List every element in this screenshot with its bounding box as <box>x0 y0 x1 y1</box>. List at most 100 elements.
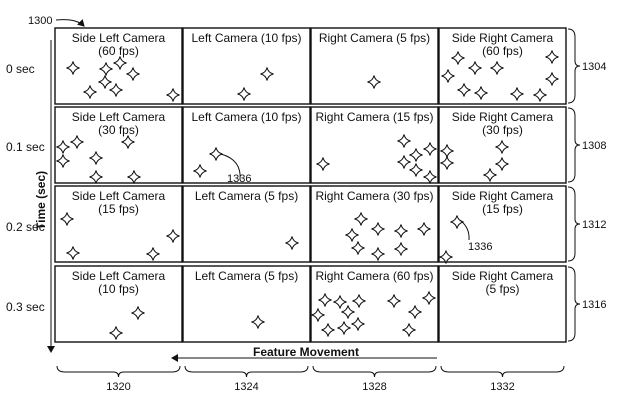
row-brace <box>567 266 581 342</box>
feature-point-icon <box>397 134 411 148</box>
feature-points <box>56 50 559 340</box>
feature-point-icon <box>345 228 359 242</box>
camera-frame-rate: (10 fps) <box>98 282 139 296</box>
feature-point-icon <box>321 323 335 337</box>
feature-point-icon <box>60 212 74 226</box>
feature-callout-line <box>459 219 470 241</box>
feature-point-icon <box>131 306 145 320</box>
feature-point-icon <box>417 222 431 236</box>
feature-point-icon <box>341 305 355 319</box>
feature-point-icon <box>495 140 509 154</box>
camera-cell <box>310 27 439 105</box>
feature-ref-label: 1336 <box>227 173 251 185</box>
row-brace <box>567 107 581 183</box>
camera-title: Side Right Camera <box>452 31 554 45</box>
camera-title: Left Camera (10 fps) <box>191 110 301 124</box>
feature-point-icon <box>237 87 251 101</box>
camera-title: Right Camera (15 fps) <box>315 110 433 124</box>
feature-point-icon <box>441 69 455 83</box>
row-ref-label: 1316 <box>582 299 606 311</box>
feature-point-icon <box>367 75 381 89</box>
feature-point-icon <box>66 246 80 260</box>
feature-point-icon <box>351 317 365 331</box>
feature-point-icon <box>545 72 559 86</box>
feature-point-icon <box>285 236 299 250</box>
feature-point-icon <box>337 321 351 335</box>
feature-point-icon <box>533 88 547 102</box>
feature-point-icon <box>439 250 453 264</box>
feature-point-icon <box>423 170 437 184</box>
camera-cell <box>54 265 183 343</box>
camera-cell <box>182 265 311 343</box>
column-brace <box>440 365 565 378</box>
camera-frame-rate: (30 fps) <box>98 123 139 137</box>
camera-title: Left Camera (5 fps) <box>195 269 298 283</box>
feature-point-icon <box>109 326 123 340</box>
camera-cell <box>438 265 567 343</box>
column-ref-label: 1332 <box>490 381 514 393</box>
column-ref-label: 1328 <box>362 381 386 393</box>
row-ref-label: 1304 <box>582 61 606 73</box>
feature-point-icon <box>490 61 504 75</box>
feature-callouts: 1336 1336 <box>220 153 492 253</box>
camera-title: Side Left Camera <box>72 31 166 45</box>
feature-point-icon <box>394 242 408 256</box>
feature-point-icon <box>440 156 454 170</box>
camera-title: Right Camera (60 fps) <box>315 269 433 283</box>
time-axis-label: Time (sec) <box>34 171 48 230</box>
camera-title: Right Camera (30 fps) <box>315 189 433 203</box>
camera-frame-rate: (60 fps) <box>98 44 139 58</box>
feature-point-icon <box>260 67 274 81</box>
feature-point-icon <box>545 50 559 64</box>
figure-ref-label: 1300 <box>28 15 52 27</box>
camera-title: Left Camera (5 fps) <box>195 189 298 203</box>
feature-point-icon <box>423 142 437 156</box>
feature-point-icon <box>121 135 135 149</box>
camera-title: Side Right Camera <box>452 189 554 203</box>
row-ref-label: 1312 <box>582 219 606 231</box>
camera-frame-rate: (5 fps) <box>485 282 519 296</box>
feature-ref-label: 1336 <box>468 241 492 253</box>
feature-point-icon <box>146 247 160 261</box>
feature-point-icon <box>89 151 103 165</box>
feature-movement-label: Feature Movement <box>253 345 359 359</box>
row-ref-label: 1308 <box>582 140 606 152</box>
feature-point-icon <box>451 51 465 65</box>
feature-point-icon <box>468 61 482 75</box>
feature-point-icon <box>316 157 330 171</box>
feature-point-icon <box>474 86 488 100</box>
feature-point-icon <box>408 305 422 319</box>
camera-title: Side Right Camera <box>452 269 554 283</box>
feature-callout-line <box>220 153 241 181</box>
feature-point-icon <box>193 164 207 178</box>
column-ref-label: 1320 <box>106 381 130 393</box>
feature-point-icon <box>510 87 524 101</box>
feature-point-icon <box>371 247 385 261</box>
feature-point-icon <box>66 61 80 75</box>
camera-title: Side Left Camera <box>72 269 166 283</box>
feature-point-icon <box>98 75 112 89</box>
time-label: 0.3 sec <box>6 300 45 314</box>
feature-point-icon <box>209 147 223 161</box>
feature-point-icon <box>387 294 401 308</box>
feature-point-icon <box>251 315 265 329</box>
column-brace <box>184 365 309 378</box>
feature-point-icon <box>56 140 70 154</box>
column-brace <box>56 365 181 378</box>
feature-point-icon <box>166 229 180 243</box>
feature-point-icon <box>409 163 423 177</box>
camera-frame-rate: (30 fps) <box>482 123 523 137</box>
camera-cell <box>182 185 311 263</box>
feature-point-icon <box>402 323 416 337</box>
time-label: 0 sec <box>6 62 35 76</box>
feature-point-icon <box>126 67 140 81</box>
camera-frame-rate: (15 fps) <box>482 202 523 216</box>
camera-cell <box>182 27 311 105</box>
feature-point-icon <box>352 294 366 308</box>
camera-title: Side Left Camera <box>72 110 166 124</box>
camera-title: Right Camera (5 fps) <box>319 31 430 45</box>
feature-point-icon <box>457 83 471 97</box>
column-brace <box>312 365 437 378</box>
